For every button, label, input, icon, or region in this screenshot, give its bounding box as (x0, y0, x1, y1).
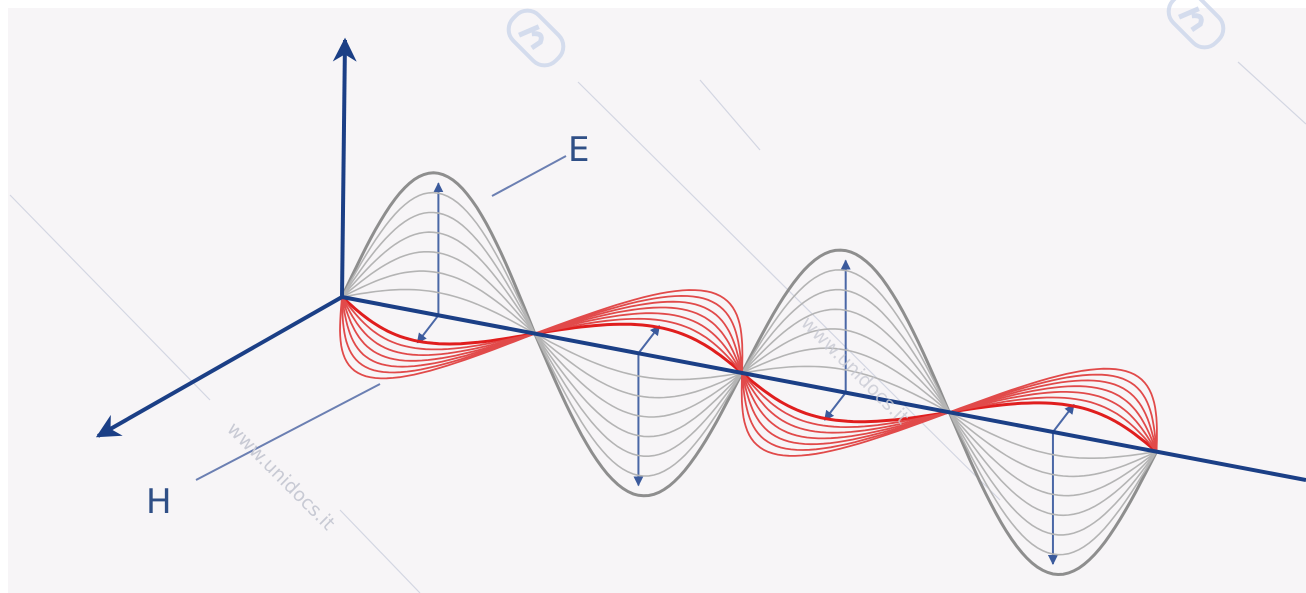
e-field-curve (341, 251, 536, 335)
e-field-label: E (568, 130, 590, 170)
watermark-logo (1166, 0, 1226, 50)
watermark-logo-frame (1166, 0, 1226, 50)
e-label-leader (491, 155, 567, 197)
e-field-curve (741, 288, 950, 413)
h-field-label: H (146, 482, 172, 522)
e-field-curve (948, 411, 1157, 478)
e-field-curve (534, 332, 743, 381)
h-field-vector (416, 314, 440, 344)
watermark-logo (506, 8, 566, 68)
h-field-curve (340, 295, 536, 346)
h-field-curve (948, 367, 1158, 452)
h-field-curve (534, 289, 744, 373)
watermark-line (1237, 61, 1306, 125)
e-field-curve (341, 270, 536, 335)
h-field-curve (534, 294, 743, 373)
e-field-curve (741, 328, 950, 413)
e-field-curve (534, 333, 743, 438)
e-field-curve (948, 411, 1158, 556)
vertical-axis-arrow (332, 37, 357, 298)
watermark-line (9, 194, 211, 401)
e-field-curve (948, 411, 1158, 497)
h-field-curve (741, 371, 950, 424)
watermark-logo-frame (506, 8, 566, 68)
e-field-curve (741, 269, 951, 413)
label-leader-lines (195, 155, 567, 481)
h-field-curve (341, 296, 536, 362)
h-field-curve (534, 306, 743, 374)
h-field-curve (740, 372, 950, 457)
e-field-curve (341, 288, 536, 335)
h-field-curve (341, 296, 536, 374)
electric-field-wave (340, 171, 1158, 577)
e-field-curve (741, 308, 950, 413)
h-field-vector (637, 325, 661, 354)
h-field-vectors (416, 314, 1075, 433)
coordinate-axes (95, 37, 1306, 482)
e-field-curve (341, 191, 536, 334)
h-field-curve (949, 379, 1158, 452)
h-field-vector (823, 392, 847, 421)
h-field-curve (534, 317, 743, 374)
e-field-curve (534, 333, 743, 457)
h-field-curve (741, 372, 950, 446)
e-field-curve (534, 333, 743, 477)
h-field-curve (341, 296, 536, 357)
e-field-curve (740, 248, 951, 413)
watermark-lines (9, 0, 1306, 593)
watermark-logo-glyph (518, 24, 544, 50)
e-field-curve (341, 231, 536, 335)
e-field-curve (341, 211, 536, 334)
propagation-axis (341, 295, 1306, 482)
h-label-leader (195, 383, 381, 481)
h-field-curve (341, 296, 536, 351)
h-field-curve (341, 296, 536, 368)
h-field-curve (741, 372, 950, 434)
h-field-curve (949, 385, 1158, 452)
e-field-curve (948, 411, 1157, 459)
h-field-curve (949, 391, 1158, 453)
e-field-curve (533, 333, 744, 498)
e-field-curve (741, 365, 950, 414)
h-field-vector (1052, 403, 1075, 433)
h-field-curve (339, 296, 536, 380)
watermark-line (339, 509, 421, 593)
watermark-line (699, 79, 761, 151)
e-field-curve (340, 171, 537, 335)
e-field-curve (741, 347, 950, 413)
h-field-curve (949, 401, 1158, 453)
e-field-curve (534, 332, 743, 399)
h-field-curve (949, 373, 1158, 452)
h-field-curve (534, 300, 743, 374)
e-field-curve (948, 411, 1158, 536)
h-field-curve (534, 312, 743, 374)
watermark-logo-glyph (1178, 6, 1204, 32)
h-field-curve (741, 372, 950, 440)
e-field-curve (947, 411, 1158, 577)
magnetic-field-wave (339, 289, 1158, 457)
background (8, 8, 1306, 593)
h-field-curve (534, 322, 744, 375)
e-field-curve (948, 411, 1158, 517)
h-field-curve (949, 396, 1158, 453)
h-field-curve (741, 372, 950, 451)
depth-axis-arrow (95, 295, 343, 438)
h-field-curve (741, 372, 950, 429)
e-field-curve (534, 333, 743, 418)
